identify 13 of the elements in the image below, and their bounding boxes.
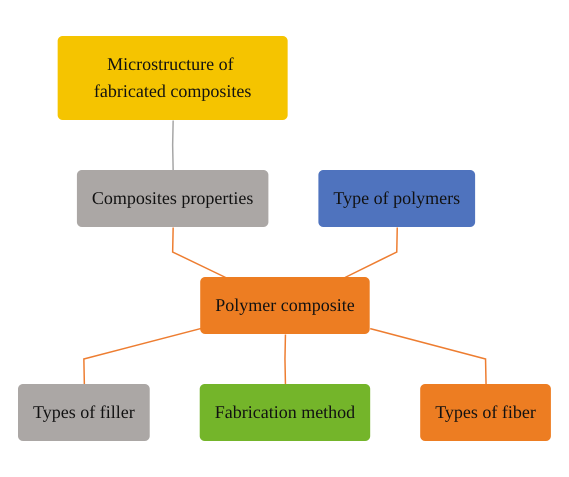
node-box: Composites properties <box>76 170 268 227</box>
node-box: Types of fiber <box>420 384 551 441</box>
connector <box>344 227 398 278</box>
node-box: Polymer composite <box>200 277 370 334</box>
node-box: Type of polymers <box>318 170 476 227</box>
connector <box>83 328 201 385</box>
connector <box>370 328 487 385</box>
node-box: Types of filler <box>18 384 150 441</box>
connector <box>172 227 226 278</box>
connector <box>284 334 286 385</box>
node-box: Fabrication method <box>200 384 370 441</box>
node-box: Microstructure of fabricated composites <box>58 36 288 120</box>
connector <box>172 120 174 171</box>
